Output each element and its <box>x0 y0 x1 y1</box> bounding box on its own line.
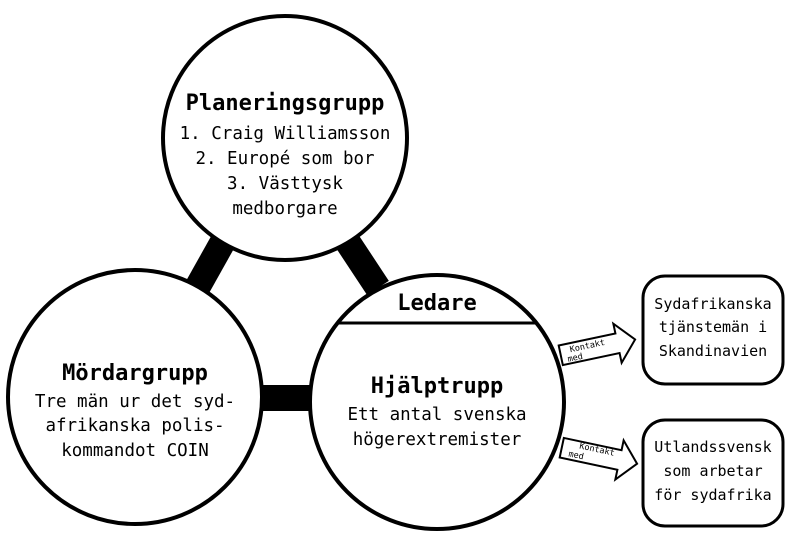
contact-box-expat-line-3: för sydafrika <box>654 486 771 504</box>
support-group-line-1: Ett antal svenska <box>347 405 526 425</box>
murder-group-line-1: Tre män ur det syd- <box>35 392 235 412</box>
murder-group: Mördargrupp Tre män ur det syd- afrikans… <box>6 268 264 526</box>
contact-arrow-1-shape <box>557 321 637 367</box>
planning-group: Planeringsgrupp 1. Craig Williamsson 2. … <box>161 14 409 262</box>
contact-box-officials-frame <box>641 274 785 386</box>
contact-box-expat-line-1: Utlandssvensk <box>654 438 771 456</box>
connector-planning-support <box>334 230 389 296</box>
murder-group-line-3: kommandot COIN <box>61 441 209 461</box>
leader-label: Ledare <box>397 291 476 316</box>
contact-box-expat: Utlandssvensk som arbetar för sydafrika <box>641 418 785 528</box>
murder-group-title: Mördargrupp <box>62 361 208 386</box>
contact-arrow-1: Kontakt med <box>557 321 637 367</box>
contact-box-officials-line-1: Sydafrikanska <box>654 295 771 313</box>
support-group-line-2: högerextremister <box>353 430 522 450</box>
planning-group-circle <box>161 14 409 262</box>
contact-arrow-1-label-2: med <box>567 352 584 365</box>
contact-box-expat-frame <box>641 418 785 528</box>
support-group: Ledare Hjälptrupp Ett antal svenska höge… <box>308 273 566 531</box>
contact-box-officials-line-2: tjänstemän i <box>659 318 767 336</box>
contact-box-officials-line-3: Skandinavien <box>659 342 767 360</box>
contact-box-officials: Sydafrikanska tjänstemän i Skandinavien <box>641 274 785 386</box>
support-group-title: Hjälptrupp <box>371 374 503 399</box>
connector-planning-murder <box>185 231 237 295</box>
contact-arrow-2-label-2: med <box>568 449 585 462</box>
planning-group-line-1: 1. Craig Williamsson <box>180 124 391 144</box>
contact-box-expat-line-2: som arbetar <box>663 462 762 480</box>
contact-arrow-2-shape <box>558 436 639 482</box>
planning-group-title: Planeringsgrupp <box>186 91 385 116</box>
planning-group-line-2: 2. Europé som bor <box>195 149 374 169</box>
planning-group-line-3: 3. Västtysk <box>227 174 343 194</box>
support-group-circle <box>308 273 566 531</box>
murder-group-line-2: afrikanska polis- <box>45 416 224 436</box>
planning-group-line-4: medborgare <box>232 199 337 219</box>
murder-group-circle <box>6 268 264 526</box>
contact-arrow-2: Kontakt med <box>558 436 639 482</box>
